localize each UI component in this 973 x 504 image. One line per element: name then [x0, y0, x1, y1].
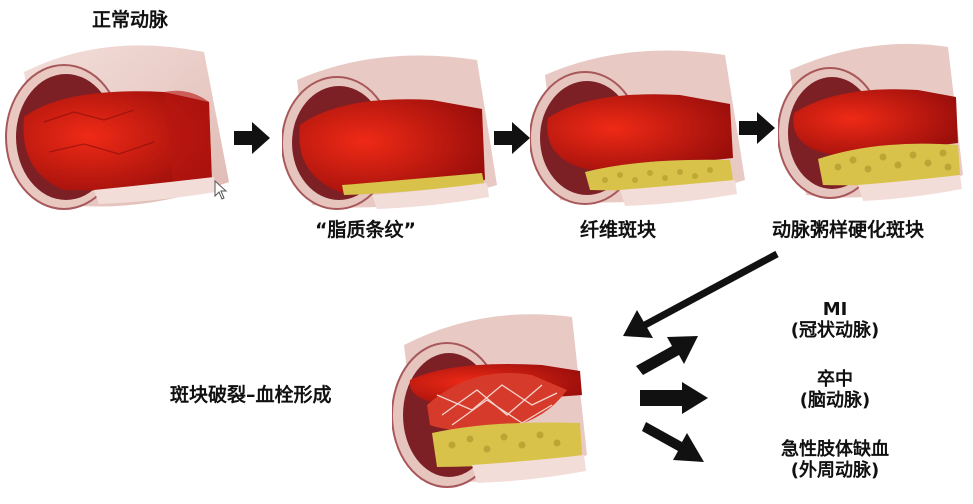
outcome-limb-sub: (外周动脉) — [790, 459, 880, 481]
vessel-fatty-streak — [282, 55, 497, 210]
fibrous-plaque — [585, 159, 733, 191]
outcome-limb-ischemia: 急性肢体缺血 (外周动脉) — [760, 439, 910, 481]
arrow-right-2 — [494, 122, 530, 154]
arrow-right-3 — [739, 112, 775, 144]
vessel-fibrous-plaque — [530, 50, 745, 206]
outcome-mi-title: MI — [822, 299, 848, 320]
vessel-atherosclerosis — [778, 43, 963, 201]
vessel-rupture-thrombus — [392, 314, 587, 488]
stage-label-rupture: 斑块破裂–血栓形成 — [170, 384, 332, 406]
stage-label-normal: 正常动脉 — [92, 9, 169, 31]
mouse-cursor-icon — [214, 180, 228, 200]
stage-label-atherosclerosis: 动脉粥样硬化斑块 — [772, 219, 925, 241]
arrow-to-limb-ischemia — [642, 422, 704, 462]
arrow-to-mi — [636, 336, 698, 375]
outcome-stroke-title: 卒中 — [817, 369, 853, 390]
stage-label-fibrous-plaque: 纤维斑块 — [580, 219, 657, 241]
arrow-diagonal-to-rupture — [623, 250, 779, 338]
stage-label-fatty-streak: “脂质条纹” — [315, 219, 416, 241]
outcome-mi: MI (冠状动脉) — [760, 299, 910, 341]
vessel-normal — [5, 45, 229, 210]
outcome-stroke-sub: (脑动脉) — [799, 389, 871, 411]
arrow-to-stroke — [640, 382, 708, 414]
outcome-mi-sub: (冠状动脉) — [790, 319, 880, 341]
outcome-limb-title: 急性肢体缺血 — [781, 439, 889, 460]
arrow-right-1 — [234, 122, 270, 154]
lipid-streak — [342, 173, 484, 195]
atherosclerotic-plaque — [818, 143, 960, 186]
blood-channel — [23, 91, 212, 191]
outcome-stroke: 卒中 (脑动脉) — [760, 369, 910, 411]
